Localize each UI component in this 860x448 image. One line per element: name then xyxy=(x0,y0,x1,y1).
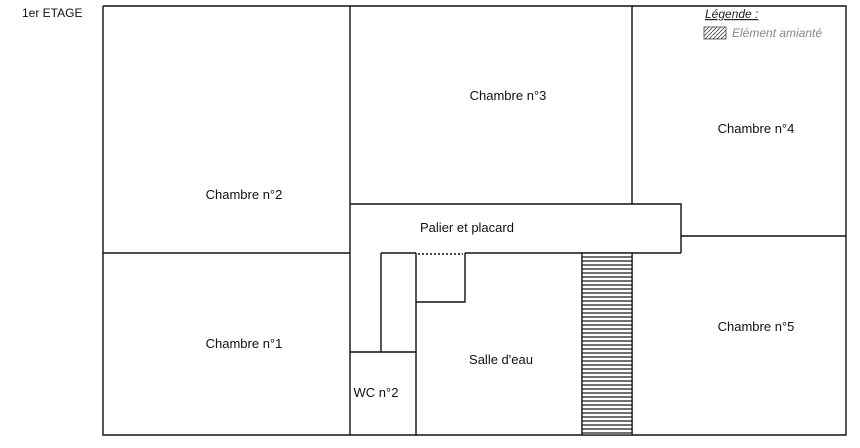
room-label-chambre5: Chambre n°5 xyxy=(718,319,795,334)
legend-title: Légende : xyxy=(705,7,758,21)
floor-label: 1er ETAGE xyxy=(22,6,82,20)
legend: Légende : Elément amianté xyxy=(703,7,822,40)
room-label-palier: Palier et placard xyxy=(420,220,514,235)
room-label-salle-eau: Salle d'eau xyxy=(469,352,533,367)
asbestos-element-hatch xyxy=(581,252,633,436)
room-label-wc2: WC n°2 xyxy=(354,385,399,400)
room-label-chambre3: Chambre n°3 xyxy=(470,88,547,103)
room-label-chambre2: Chambre n°2 xyxy=(206,187,283,202)
room-label-chambre4: Chambre n°4 xyxy=(718,121,795,136)
legend-asbestos-label: Elément amianté xyxy=(732,26,822,40)
room-label-chambre1: Chambre n°1 xyxy=(206,336,283,351)
legend-hatch-swatch xyxy=(703,26,727,40)
